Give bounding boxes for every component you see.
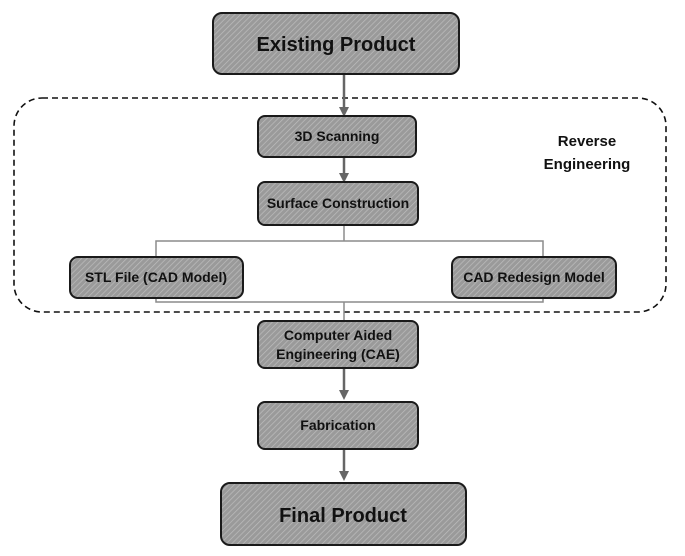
node-cad-redesign: CAD Redesign Model	[451, 256, 617, 299]
group-label-line1: Reverse	[558, 133, 616, 150]
node-stl-file-label: STL File (CAD Model)	[85, 269, 227, 285]
node-cae-label-line1: Computer Aided	[284, 327, 392, 343]
node-final-product-label: Final Product	[279, 505, 407, 527]
node-cad-redesign-label: CAD Redesign Model	[463, 269, 605, 285]
node-existing-product-label: Existing Product	[257, 34, 416, 56]
group-label-line2: Engineering	[544, 156, 631, 173]
connector-branch-top	[155, 240, 544, 260]
node-cae: Computer Aided Engineering (CAE)	[257, 320, 419, 369]
node-3d-scanning-label: 3D Scanning	[295, 128, 380, 144]
node-existing-product: Existing Product	[212, 12, 460, 75]
node-cae-label-line2: Engineering (CAE)	[276, 346, 400, 362]
node-surface-construction: Surface Construction	[257, 181, 419, 226]
node-stl-file: STL File (CAD Model)	[69, 256, 244, 299]
node-surface-construction-label: Surface Construction	[267, 195, 409, 211]
node-fabrication-label: Fabrication	[300, 417, 375, 433]
node-fabrication: Fabrication	[257, 401, 419, 450]
node-final-product: Final Product	[220, 482, 467, 546]
reverse-engineering-group	[13, 97, 667, 313]
node-3d-scanning: 3D Scanning	[257, 115, 417, 158]
